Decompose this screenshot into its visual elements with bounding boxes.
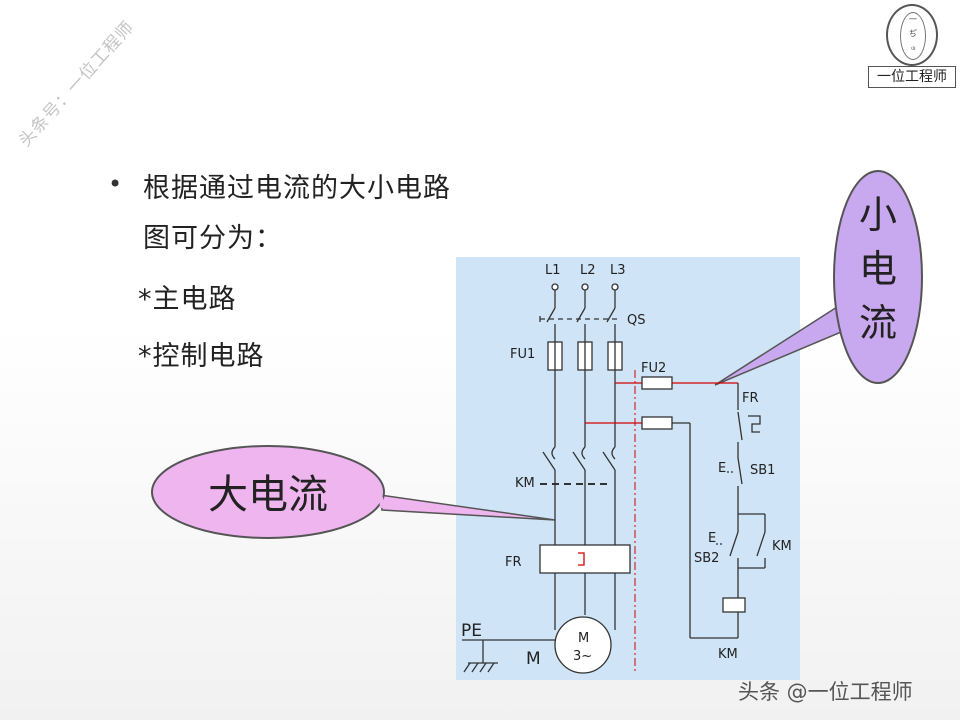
label-e1: E	[718, 461, 726, 476]
callout-small-char-1: 小	[859, 193, 897, 237]
label-sb2: SB2	[694, 551, 719, 566]
callout-small-current: 小 电 流	[714, 170, 923, 386]
motor-label-m: M	[578, 631, 589, 646]
label-m: M	[526, 649, 541, 669]
logo-label: 一位工程师	[868, 66, 956, 88]
label-qs: QS	[627, 313, 645, 328]
bullet-item-control-circuit: *控制电路	[138, 341, 265, 372]
label-km-coil: KM	[718, 647, 738, 662]
label-fu1: FU1	[510, 347, 535, 362]
bullet-item-main-circuit: *主电路	[138, 284, 237, 315]
label-l3: L3	[610, 263, 626, 278]
control-circuit	[585, 376, 766, 639]
callout-small-char-3: 流	[859, 301, 897, 345]
motor-label-phase: 3~	[573, 649, 592, 664]
callout-large-current-text: 大电流	[208, 472, 328, 518]
main-circuit	[462, 283, 631, 674]
bullet-line-2: 图可分为：	[143, 223, 283, 254]
logo: 一ぢဖ 一位工程师	[866, 4, 956, 88]
label-l2: L2	[580, 263, 596, 278]
bullet-line-1: 根据通过电流的大小电路	[143, 173, 451, 204]
label-km-aux: KM	[772, 539, 792, 554]
bullet-dot: •	[108, 170, 123, 198]
label-fu2: FU2	[641, 361, 666, 376]
callout-large-current: 大电流	[151, 445, 556, 539]
label-sb1: SB1	[750, 463, 775, 478]
callout-small-char-2: 电	[859, 247, 897, 291]
label-fr-top: FR	[742, 391, 759, 406]
logo-seal-inner: 一ぢဖ	[900, 12, 926, 60]
label-l1: L1	[545, 263, 561, 278]
label-pe: PE	[461, 621, 482, 641]
label-fr-main: FR	[505, 555, 522, 570]
label-km-main: KM	[515, 476, 535, 491]
footer-watermark: 头条 @一位工程师	[738, 680, 913, 704]
logo-seal: 一ぢဖ	[886, 4, 938, 66]
label-e2: E	[708, 531, 716, 546]
